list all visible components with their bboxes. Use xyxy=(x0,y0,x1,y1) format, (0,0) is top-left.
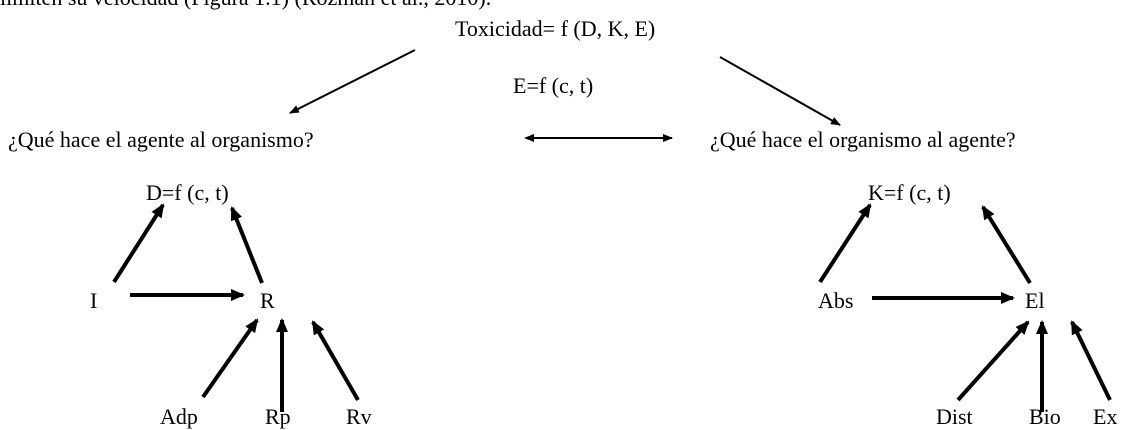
k-equation: K=f (c, t) xyxy=(868,180,951,205)
node-i: I xyxy=(90,288,98,313)
arrow-dist-to-el xyxy=(956,320,1030,402)
arrow-r-to-d xyxy=(230,206,264,284)
arrow-rv-to-r xyxy=(311,320,360,401)
arrow-main-to-left xyxy=(289,49,416,114)
arrow-main-to-right xyxy=(719,56,841,126)
arrow-ex-to-el xyxy=(1070,320,1112,401)
toxicity-equation: Toxicidad= f (D, K, E) xyxy=(455,16,656,41)
question-right: ¿Qué hace el organismo al agente? xyxy=(710,127,1016,152)
arrow-i-to-d xyxy=(112,203,165,284)
arrow-el-to-k xyxy=(981,205,1032,285)
exposure-equation: E=f (c, t) xyxy=(513,73,594,98)
d-equation: D=f (c, t) xyxy=(146,180,229,205)
question-left: ¿Qué hace el agente al organismo? xyxy=(8,127,314,152)
node-r: R xyxy=(260,288,275,313)
arrow-adp-to-r xyxy=(201,318,259,399)
node-el: El xyxy=(1025,288,1045,313)
arrow-abs-to-k xyxy=(818,203,872,284)
header-text-fragment: limiten su velocidad (Figura 1.1) (Rozma… xyxy=(0,0,491,11)
node-abs: Abs xyxy=(818,288,854,313)
